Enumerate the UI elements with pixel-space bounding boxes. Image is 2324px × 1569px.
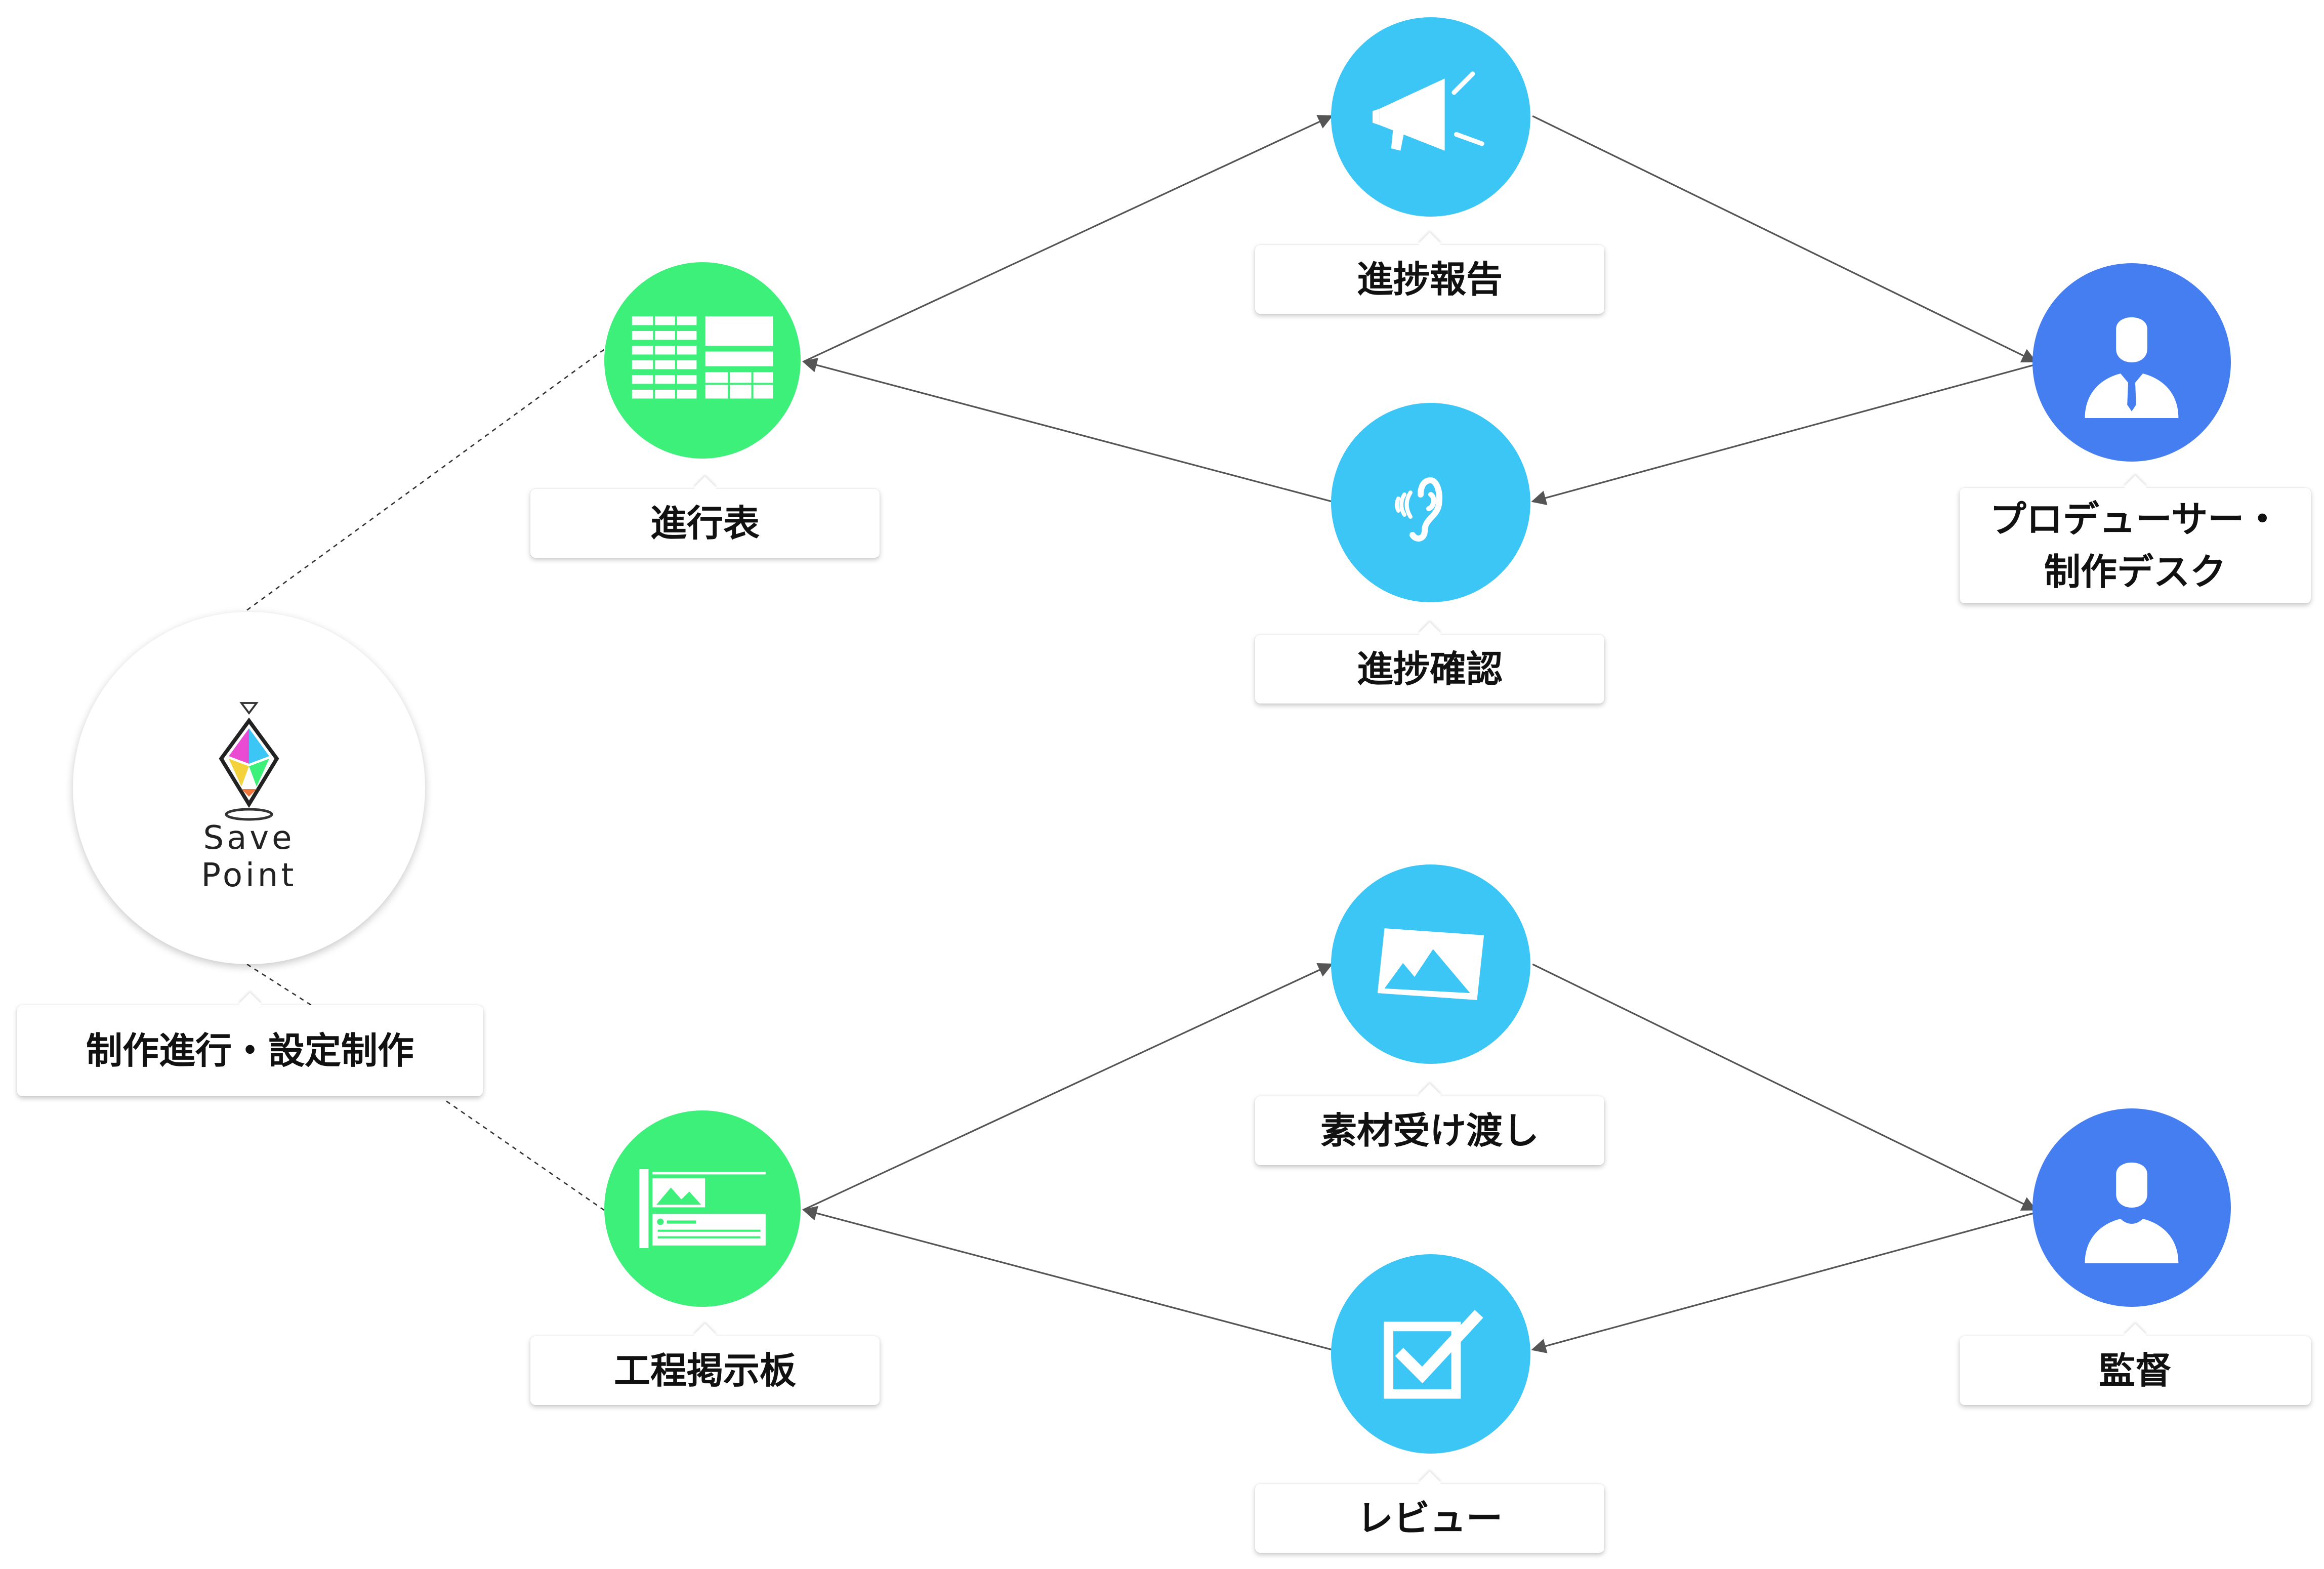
label-production-text: 制作進行・設定制作 (86, 1029, 414, 1072)
label-report-text: 進捗報告 (1356, 258, 1503, 301)
label-report: 進捗報告 (1255, 245, 1604, 314)
report-node (1331, 17, 1530, 217)
label-confirm-text: 進捗確認 (1356, 647, 1503, 690)
label-review-text: レビュー (1356, 1497, 1503, 1540)
producer-node (2032, 263, 2231, 462)
delivery-node (1331, 864, 1530, 1064)
megaphone-icon (1373, 71, 1484, 151)
arrow-schedule-to-report (803, 115, 1333, 362)
board-node (604, 1110, 801, 1307)
label-confirm: 進捗確認 (1255, 635, 1604, 704)
label-delivery-text: 素材受け渡し (1320, 1109, 1539, 1152)
review-node (1331, 1254, 1530, 1454)
arrow-confirm-to-schedule (802, 357, 1332, 503)
bulletin-board-icon (639, 1169, 766, 1248)
label-director: 監督 (1960, 1336, 2311, 1405)
label-schedule-text: 進行表 (650, 502, 760, 545)
businessman-icon (2085, 317, 2179, 418)
confirm-node (1331, 403, 1530, 602)
label-producer: プロデューサー・ 制作デスク (1960, 488, 2311, 603)
ear-icon (1395, 477, 1442, 542)
label-review: レビュー (1255, 1484, 1604, 1553)
spreadsheet-icon (632, 313, 773, 402)
arrow-review-to-board (802, 1206, 1332, 1351)
brand-name: Save Point (201, 819, 297, 894)
label-schedule: 進行表 (530, 489, 880, 558)
arrow-delivery-to-director (1532, 963, 2037, 1211)
arrow-producer-to-confirm (1531, 363, 2036, 506)
arrow-board-to-delivery (803, 963, 1333, 1211)
dashed-connector-bottom (446, 1100, 611, 1215)
director-node (2032, 1108, 2231, 1307)
label-board: 工程掲示板 (530, 1336, 880, 1405)
label-production: 制作進行・設定制作 (17, 1005, 483, 1096)
person-icon (2085, 1162, 2179, 1263)
label-director-text: 監督 (2098, 1349, 2172, 1392)
schedule-node (604, 262, 801, 459)
dashed-connector-top (246, 345, 611, 611)
label-producer-text: プロデューサー・ 制作デスク (1989, 498, 2281, 593)
image-icon (1377, 928, 1484, 1000)
arrow-director-to-review (1531, 1212, 2036, 1353)
dashed-connector-mid (246, 964, 313, 1007)
label-delivery: 素材受け渡し (1255, 1096, 1604, 1165)
checkbox-icon (1384, 1309, 1483, 1399)
label-board-text: 工程掲示板 (613, 1349, 796, 1392)
save-point-node: Save Point (73, 612, 425, 964)
arrow-report-to-producer (1532, 115, 2037, 363)
save-point-crystal-logo-icon (219, 702, 279, 821)
